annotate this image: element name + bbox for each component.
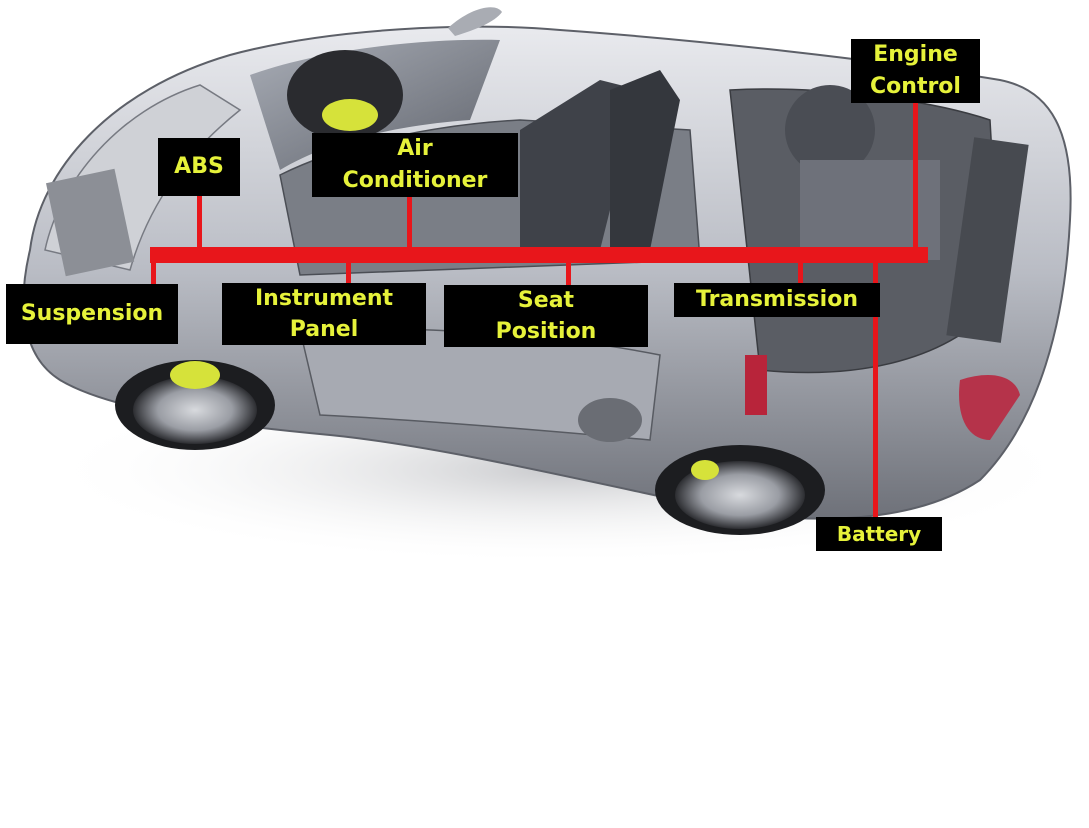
door-handle-shape (578, 398, 642, 442)
suspension-label-text: Suspension (20, 301, 164, 326)
engine-control-label: Engine Control (851, 39, 980, 103)
seat-position-label-line2: Position (495, 319, 597, 344)
battery-drop-line (873, 259, 878, 519)
radiator-shape (45, 168, 135, 277)
seat-drop-line (566, 259, 571, 287)
air-conditioner-label-line1: Air (397, 136, 433, 161)
suspension-spring-shape (745, 355, 767, 415)
rear-left-wheel-shape (655, 445, 825, 535)
seat-shape (610, 70, 680, 250)
transmission-label-text: Transmission (695, 287, 858, 312)
instrument-drop-line (346, 259, 351, 285)
mirror-shape (448, 7, 502, 36)
engine-part-shape (946, 137, 1029, 343)
air-drop-line (407, 197, 412, 251)
air-conditioner-label: Air Conditioner (312, 133, 518, 197)
tail-light-shape (959, 375, 1020, 440)
abs-label: ABS (158, 138, 240, 196)
main-bus-line (150, 247, 928, 263)
transmission-label: Transmission (674, 283, 880, 317)
suspension-drop-line (151, 259, 156, 287)
abs-label-text: ABS (174, 154, 224, 179)
engine-control-label-line1: Engine (873, 42, 958, 67)
engine-part-shape (800, 160, 940, 260)
front-left-wheel-shape (115, 360, 275, 450)
engine-control-label-line2: Control (870, 74, 961, 99)
battery-label-text: Battery (836, 522, 922, 546)
battery-label: Battery (816, 517, 942, 551)
instrument-panel-label-line1: Instrument (255, 286, 393, 311)
air-conditioner-label-line2: Conditioner (342, 168, 488, 193)
bus-network (150, 103, 928, 519)
seat-position-label-line1: Seat (517, 288, 575, 313)
front-right-wheel-shape (287, 50, 403, 140)
instrument-panel-label: Instrument Panel (222, 283, 426, 345)
transmission-drop-line (798, 259, 803, 285)
engine-part-shape (785, 85, 875, 175)
abs-drop-line (197, 196, 202, 251)
suspension-label: Suspension (6, 284, 178, 344)
engine-drop-line (913, 103, 918, 253)
instrument-panel-label-line2: Panel (289, 317, 359, 342)
seat-position-label: Seat Position (444, 285, 648, 347)
